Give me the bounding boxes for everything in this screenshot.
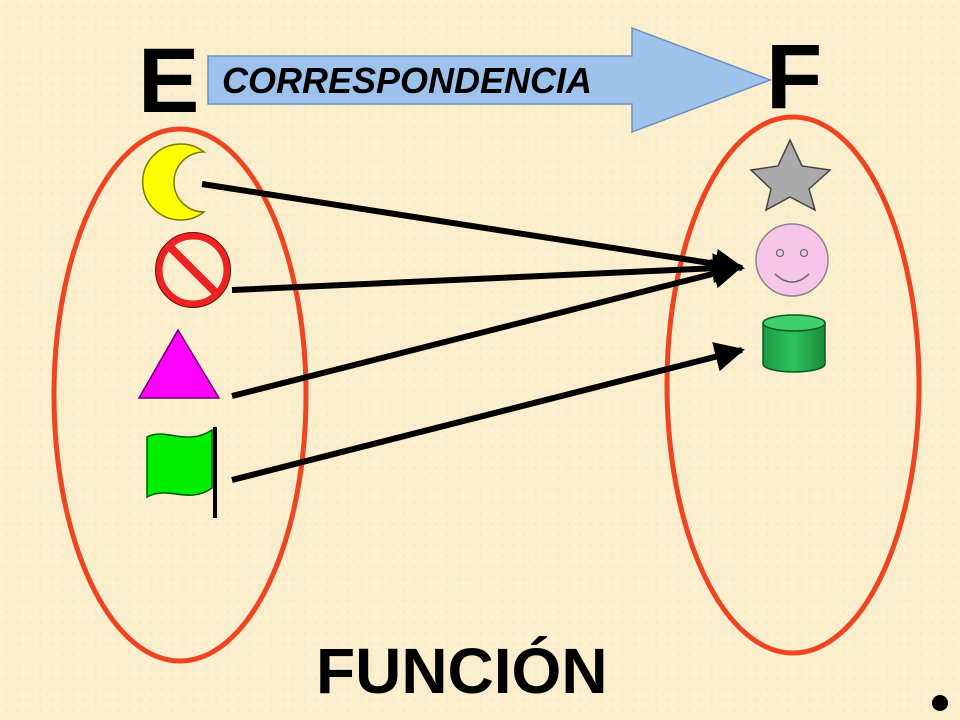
mapping-arrows: [201, 181, 745, 483]
flag-icon: [146, 427, 217, 518]
corner-dot: [932, 695, 948, 711]
moon-icon: [141, 143, 207, 221]
cylinder-icon: [762, 314, 826, 373]
mapping-arrow-nosign-to-smiley: [231, 253, 743, 293]
no-sign-icon: [155, 232, 231, 308]
banner-arrow-shape: [207, 26, 773, 134]
codomain-set-label: F: [766, 26, 822, 128]
mapping-arrow-triangle-to-smiley: [231, 259, 743, 399]
smiley-icon: [755, 223, 829, 297]
mapping-arrow-moon-to-smiley: [201, 181, 745, 279]
star-icon: [749, 138, 832, 212]
correspondence-banner: CORRESPONDENCIA: [207, 26, 773, 134]
mapping-arrow-flag-to-cylinder: [231, 342, 745, 483]
domain-set-ellipse: [51, 126, 309, 664]
bottom-title: FUNCIÓN: [316, 635, 608, 707]
codomain-set-ellipse: [664, 114, 922, 656]
banner-text: CORRESPONDENCIA: [222, 60, 592, 101]
domain-set-label: E: [138, 30, 199, 132]
triangle-icon: [137, 328, 221, 399]
